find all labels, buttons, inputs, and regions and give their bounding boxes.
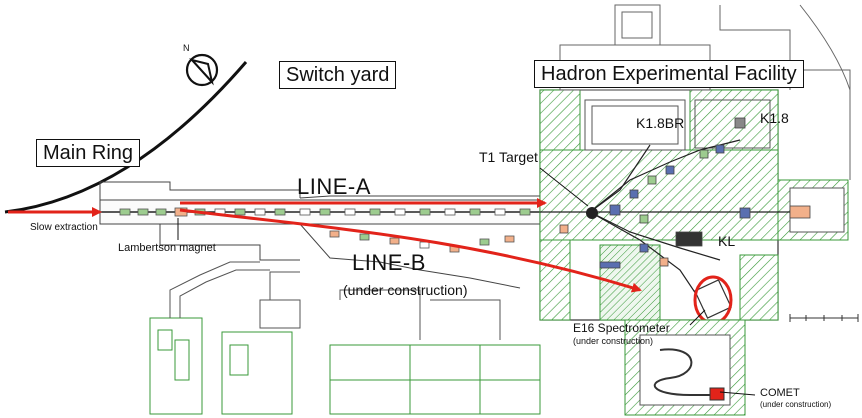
slow-extraction-label: Slow extraction: [30, 222, 98, 233]
beamline-magnets: [119, 207, 531, 253]
inner-rooms: [584, 99, 845, 233]
facility-magnets: [559, 117, 811, 269]
t1-target-label: T1 Target: [479, 149, 538, 165]
t1-target-marker: [586, 207, 598, 219]
k18br-label: K1.8BR: [636, 115, 685, 131]
line-b-arrow: [179, 208, 642, 293]
main-ring-label: Main Ring: [36, 139, 141, 167]
e16-note: (under construction): [573, 336, 654, 346]
hadron-facility-label: Hadron Experimental Facility: [534, 60, 804, 88]
lambertson-magnet-label: Lambertson magnet: [118, 242, 216, 254]
k18-label: K1.8: [760, 110, 789, 126]
compass-letter: N: [183, 43, 190, 53]
leader-lines: [177, 167, 756, 396]
e16-spectrometer-label: E16 Spectrometer: [573, 321, 670, 335]
line-b-label: LINE-B: [352, 250, 426, 275]
e16-spectrometer: [693, 275, 733, 325]
kl-label: KL: [718, 233, 736, 249]
facility-beamlines: [540, 139, 800, 301]
lower-left-buildings: [149, 317, 541, 415]
comet-note: (under construction): [760, 400, 832, 409]
north-arrow-icon: N: [183, 43, 219, 87]
line-a-label: LINE-A: [297, 174, 371, 199]
scale-bar: [789, 314, 859, 322]
switch-yard-label: Switch yard: [279, 61, 397, 89]
line-b-note: (under construction): [343, 282, 468, 298]
beam-arrows: [8, 198, 642, 293]
comet-label: COMET: [760, 387, 800, 399]
lower-left-structures: [169, 261, 501, 340]
comet-area: [624, 319, 746, 416]
